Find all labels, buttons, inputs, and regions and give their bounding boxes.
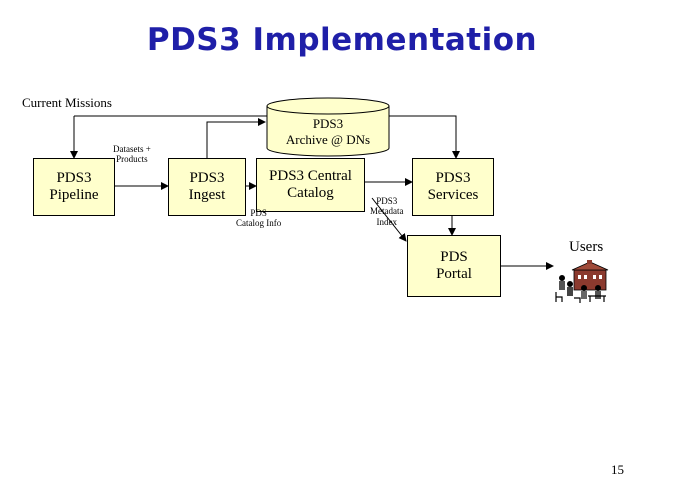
catalog-info-line1: PDS	[250, 208, 267, 218]
metadata-line3: Index	[376, 216, 397, 227]
pipeline-line1: PDS3	[56, 170, 92, 187]
pipeline-line2: Pipeline	[49, 187, 99, 203]
catalog-info-label: PDS Catalog Info	[236, 208, 281, 229]
page-number: 15	[611, 462, 624, 477]
ingest-box: PDS3 Ingest	[168, 158, 246, 216]
missions-line	[74, 115, 460, 159]
central-catalog-line1: PDS3 Central	[269, 168, 352, 185]
archive-label-line1: PDS3	[312, 116, 344, 131]
services-box: PDS3 Services	[412, 158, 494, 216]
ingest-to-archive-arrow	[206, 118, 266, 158]
metadata-to-portal-arrow	[371, 197, 407, 242]
ingest-line1: PDS3	[189, 170, 225, 187]
users-label: Users	[569, 239, 604, 255]
central-catalog-box: PDS3 Central Catalog	[256, 158, 365, 212]
central-catalog-line2: Catalog	[287, 185, 334, 201]
slide-title: PDS3 Implementation	[146, 22, 538, 58]
ingest-line2: Ingest	[188, 187, 226, 203]
catalog-info-line2: Catalog Info	[236, 218, 282, 229]
datasets-label-line1: Datasets +	[113, 144, 151, 154]
users-clipart-icon	[555, 260, 609, 303]
services-line1: PDS3	[435, 170, 471, 187]
datasets-label-line2: Products	[116, 154, 148, 165]
archive-label-line2: Archive @ DNs	[285, 131, 371, 147]
archive-cylinder: PDS3 Archive @ DNs	[266, 97, 390, 157]
metadata-line1: PDS3	[376, 196, 398, 206]
pipeline-box: PDS3 Pipeline	[33, 158, 115, 216]
services-line2: Services	[427, 187, 479, 203]
portal-box: PDS Portal	[407, 235, 501, 297]
cylinder-shape	[266, 97, 390, 157]
current-missions-label: Current Missions	[22, 95, 112, 110]
portal-line2: Portal	[436, 266, 472, 282]
metadata-line2: Metadata	[370, 206, 404, 217]
portal-line1: PDS	[440, 249, 468, 266]
metadata-index-label: PDS3 Metadata Index	[370, 196, 403, 227]
datasets-products-label: Datasets + Products	[113, 144, 151, 165]
